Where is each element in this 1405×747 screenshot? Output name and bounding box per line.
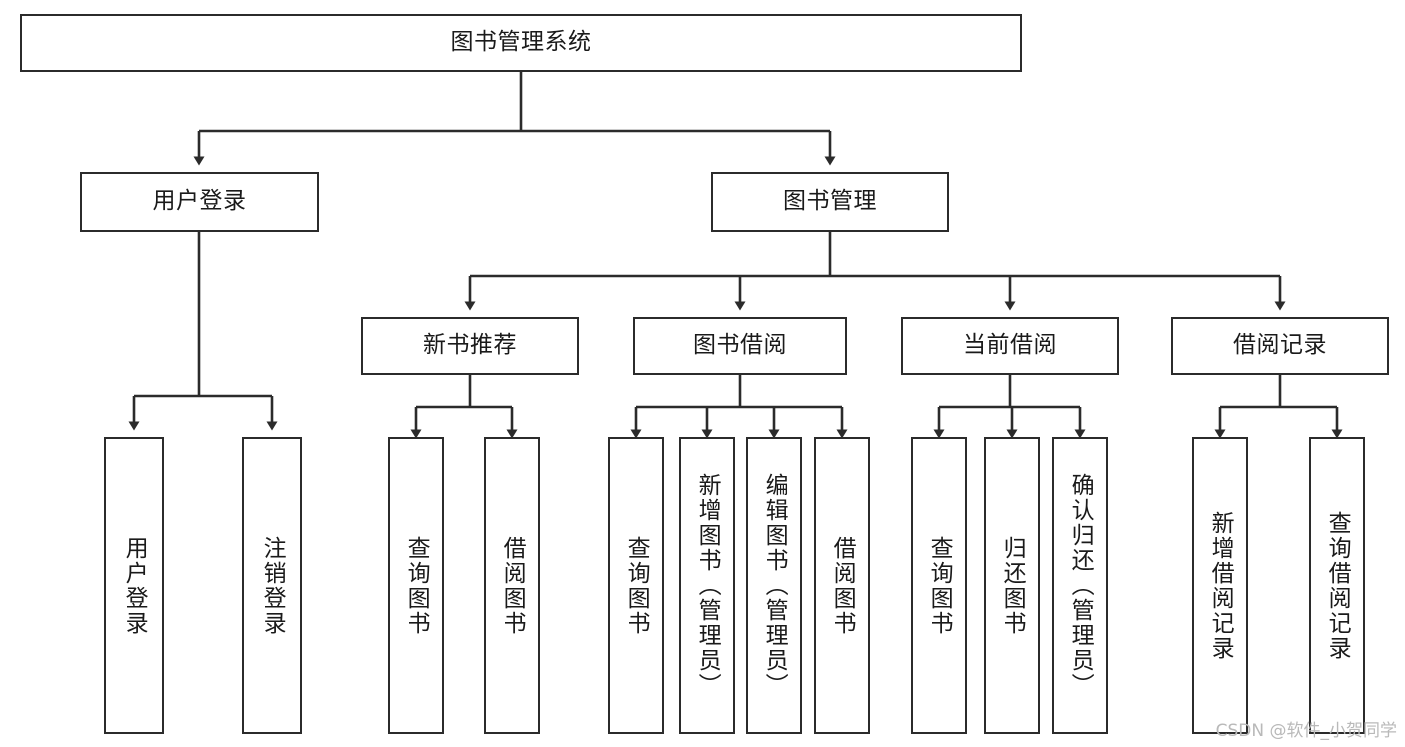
node-new-book-recommend[interactable]: 新书推荐 <box>361 317 579 375</box>
node-label: 编辑图书（管理员） <box>761 473 788 698</box>
node-label: 借阅图书 <box>499 535 526 636</box>
node-leaf-query-book-current[interactable]: 查询图书 <box>911 437 967 734</box>
node-label: 图书借阅 <box>693 332 787 359</box>
node-root-system[interactable]: 图书管理系统 <box>20 14 1022 72</box>
node-leaf-query-book-new[interactable]: 查询图书 <box>388 437 444 734</box>
node-label: 用户登录 <box>121 535 148 636</box>
node-label: 图书管理系统 <box>450 29 592 56</box>
node-label: 确认归还（管理员） <box>1067 473 1094 698</box>
node-leaf-return-book[interactable]: 归还图书 <box>984 437 1040 734</box>
node-label: 图书管理 <box>783 188 877 215</box>
node-label: 借阅图书 <box>829 535 856 636</box>
node-label: 新增借阅记录 <box>1207 510 1234 661</box>
node-label: 用户登录 <box>152 188 247 215</box>
watermark-text: CSDN @软件_小贺同学 <box>1215 721 1397 741</box>
node-leaf-query-book-borrow[interactable]: 查询图书 <box>608 437 664 734</box>
node-label: 查询图书 <box>403 535 430 636</box>
node-leaf-logout[interactable]: 注销登录 <box>242 437 302 734</box>
node-leaf-add-book[interactable]: 新增图书（管理员） <box>679 437 735 734</box>
node-book-management[interactable]: 图书管理 <box>711 172 949 232</box>
node-leaf-edit-book[interactable]: 编辑图书（管理员） <box>746 437 802 734</box>
node-label: 新增图书（管理员） <box>694 473 721 698</box>
node-leaf-borrow-book-new[interactable]: 借阅图书 <box>484 437 540 734</box>
node-label: 当前借阅 <box>963 332 1057 359</box>
node-leaf-query-record[interactable]: 查询借阅记录 <box>1309 437 1365 734</box>
node-label: 注销登录 <box>259 535 286 636</box>
node-label: 查询图书 <box>926 535 953 636</box>
node-label: 新书推荐 <box>423 332 517 359</box>
node-current-borrow[interactable]: 当前借阅 <box>901 317 1119 375</box>
node-leaf-confirm-return[interactable]: 确认归还（管理员） <box>1052 437 1108 734</box>
node-leaf-borrow-book[interactable]: 借阅图书 <box>814 437 870 734</box>
node-label: 归还图书 <box>999 535 1026 636</box>
node-leaf-add-record[interactable]: 新增借阅记录 <box>1192 437 1248 734</box>
node-label: 查询借阅记录 <box>1324 510 1351 661</box>
node-label: 借阅记录 <box>1233 332 1327 359</box>
node-borrow-record[interactable]: 借阅记录 <box>1171 317 1389 375</box>
node-book-borrow[interactable]: 图书借阅 <box>633 317 847 375</box>
node-label: 查询图书 <box>623 535 650 636</box>
node-leaf-user-login[interactable]: 用户登录 <box>104 437 164 734</box>
node-user-login[interactable]: 用户登录 <box>80 172 319 232</box>
